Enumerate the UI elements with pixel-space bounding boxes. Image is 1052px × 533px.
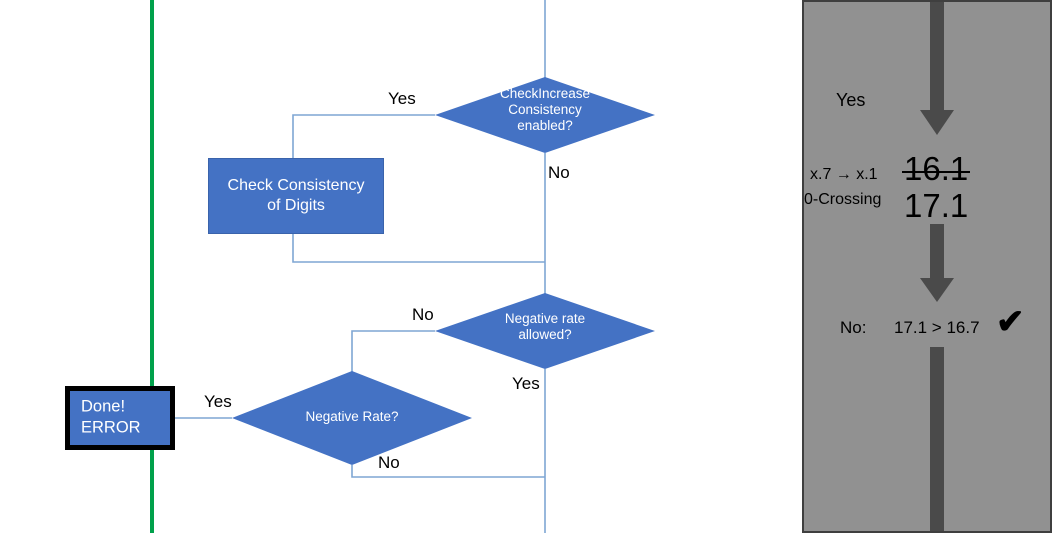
edge-negative-rate-no [351, 465, 545, 478]
panel-row2-caption: 0-Crossing [804, 191, 882, 208]
arrow-shaft-1 [930, 2, 944, 112]
terminal-done-error-label: Done!ERROR [81, 397, 141, 437]
arrow-shaft-2 [930, 224, 944, 280]
diamond-negative-rate-allowed [435, 293, 655, 369]
edge-label-negative-allowed-yes: Yes [512, 374, 540, 393]
edge-label-negative-rate-yes: Yes [204, 392, 232, 411]
panel-yes-label: Yes [836, 90, 866, 110]
flowchart-connectors [175, 0, 655, 533]
panel-result-label: No: [840, 318, 867, 337]
edge-label-negative-allowed-no: No [412, 305, 434, 324]
edge-label-negative-rate-no: No [378, 453, 400, 472]
diamond-check-increase-consistency [435, 77, 655, 153]
panel-check-icon: ✔ [996, 303, 1025, 341]
panel-row1-value: 16.1 [901, 150, 971, 187]
decision-shapes [232, 77, 655, 465]
edge-check-increase-yes [292, 114, 435, 158]
panel-row2-value: 17.1 [904, 187, 969, 224]
diamond-negative-rate [232, 371, 472, 465]
edge-negative-allowed-no [351, 330, 435, 372]
annotation-panel: Yes x.7 → x.1 0-Crossing 16.1 17.1 No: 1… [802, 0, 1052, 533]
panel-row1-caption: x.7 → x.1 [810, 166, 878, 183]
panel-row1-value-wrap: 16.1 [901, 150, 971, 188]
arrow-head-1 [920, 110, 954, 135]
panel-arrows [920, 2, 954, 531]
terminal-done-error[interactable]: Done!ERROR [65, 386, 175, 450]
edge-label-check-increase-no: No [548, 163, 570, 182]
arrow-head-2 [920, 278, 954, 302]
green-vertical-rule [150, 0, 154, 533]
arrow-shaft-3 [930, 347, 944, 531]
edge-proc-return [292, 234, 545, 263]
edge-label-check-increase-yes: Yes [388, 89, 416, 108]
panel-result-comparison: 17.1 > 16.7 [894, 318, 980, 337]
